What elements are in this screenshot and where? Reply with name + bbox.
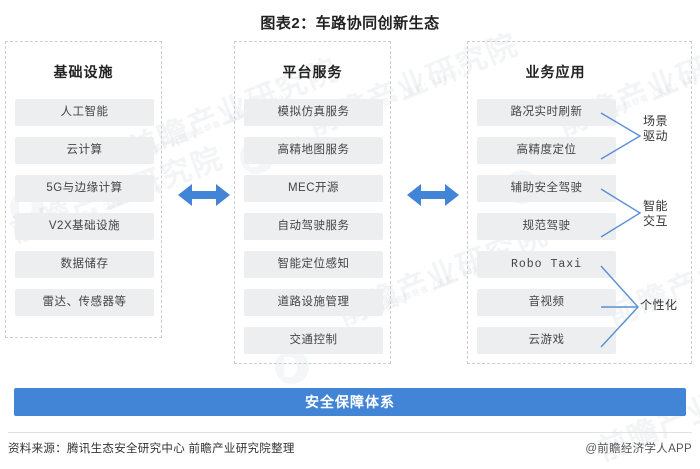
item-list-infrastructure: 人工智能 云计算 5G与边缘计算 V2X基础设施 数据储存 雷达、传感器等 [15,99,154,327]
column-title-infrastructure: 基础设施 [53,64,114,80]
app-watermark: @前瞻经济学人APP [585,443,692,455]
group-label-scene: 场景 驱动 [643,114,669,143]
list-item[interactable]: 雷达、传感器等 [15,289,154,316]
group-label-personal: 个性化 [640,298,678,312]
list-item[interactable]: 云计算 [15,137,154,164]
page-title: 图表2：车路协同创新生态 [260,15,440,32]
panel-platform: 平台服务 模拟仿真服务 高精地图服务 MEC开源 自动驾驶服务 智能定位感知 道… [234,41,391,364]
list-item[interactable]: 道路设施管理 [244,289,383,316]
security-system-banner: 安全保障体系 [14,388,686,416]
list-item[interactable]: 音视频 [477,289,616,316]
double-arrow-icon [178,182,230,208]
list-item[interactable]: 智能定位感知 [244,251,383,278]
column-title-application: 业务应用 [525,64,586,80]
list-item[interactable]: 5G与边缘计算 [15,175,154,202]
list-item[interactable]: 路况实时刷新 [477,99,616,126]
list-item[interactable]: 高精地图服务 [244,137,383,164]
list-item[interactable]: 模拟仿真服务 [244,99,383,126]
group-connector-lines [600,41,700,364]
list-item[interactable]: V2X基础设施 [15,213,154,240]
list-item[interactable]: 云游戏 [477,327,616,354]
list-item[interactable]: MEC开源 [244,175,383,202]
list-item[interactable]: 交通控制 [244,327,383,354]
list-item[interactable]: 高精度定位 [477,137,616,164]
list-item[interactable]: 辅助安全驾驶 [477,175,616,202]
list-item[interactable]: 规范驾驶 [477,213,616,240]
panel-infrastructure: 基础设施 人工智能 云计算 5G与边缘计算 V2X基础设施 数据储存 雷达、传感… [5,41,162,338]
item-list-platform: 模拟仿真服务 高精地图服务 MEC开源 自动驾驶服务 智能定位感知 道路设施管理… [244,99,383,365]
list-item[interactable]: 数据储存 [15,251,154,278]
group-label-interaction: 智能 交互 [643,199,669,228]
list-item[interactable]: Robo Taxi [477,251,616,278]
panel-application: 业务应用 路况实时刷新 高精度定位 辅助安全驾驶 规范驾驶 Robo Taxi … [467,41,692,364]
list-item[interactable]: 自动驾驶服务 [244,213,383,240]
double-arrow-icon [407,182,459,208]
list-item[interactable]: 人工智能 [15,99,154,126]
source-note: 资料来源：腾讯生态安全研究中心 前瞻产业研究院整理 [8,443,295,455]
item-list-application: 路况实时刷新 高精度定位 辅助安全驾驶 规范驾驶 Robo Taxi 音视频 云… [477,99,616,365]
footer-divider [8,432,692,433]
column-title-platform: 平台服务 [282,64,343,80]
